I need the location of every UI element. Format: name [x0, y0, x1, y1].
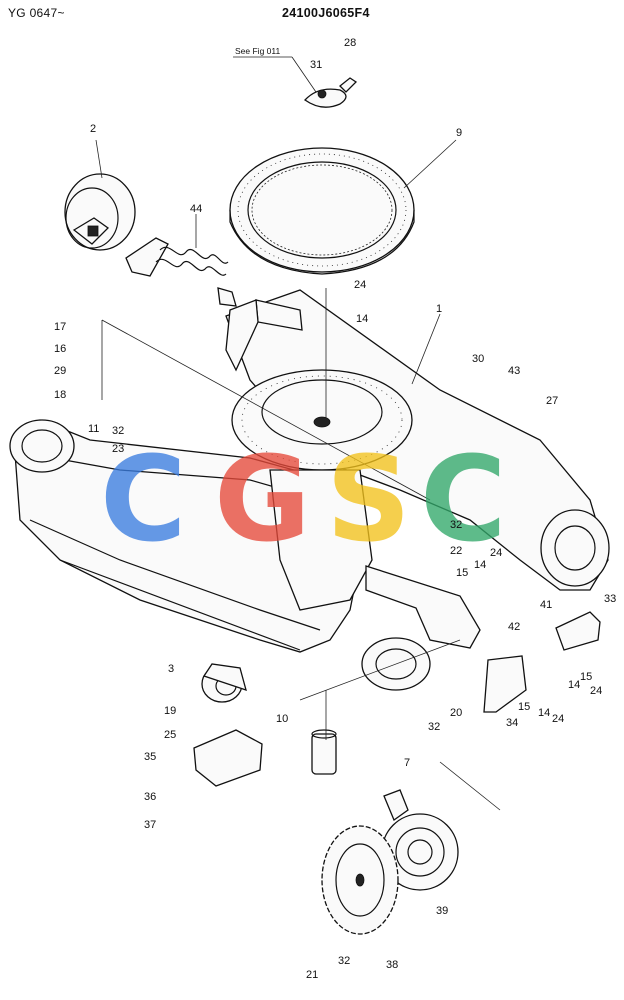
- callout: 19: [164, 705, 176, 717]
- callout: 22: [450, 545, 462, 557]
- leader-lines: [95, 139, 501, 811]
- callout: 38: [386, 959, 398, 971]
- callout: 2: [90, 123, 96, 135]
- callout: 39: [436, 905, 448, 917]
- callout: 16: [54, 343, 66, 355]
- callout: 28: [344, 37, 356, 49]
- recoil-spring-assembly: [125, 237, 237, 307]
- callout: 14: [356, 313, 368, 325]
- callout: 17: [54, 321, 66, 333]
- callout-numbers: 28 31 2 9 44 24 14 1 17 16 29 18 30 43 2…: [54, 37, 616, 981]
- callout: 21: [306, 969, 318, 981]
- track-frame: [9, 289, 610, 691]
- callout: 41: [540, 599, 552, 611]
- callout: 42: [508, 621, 520, 633]
- callout: 14: [474, 559, 486, 571]
- callout: 36: [144, 791, 156, 803]
- callout: 15: [518, 701, 530, 713]
- callout: 10: [276, 713, 288, 725]
- callout: 1: [436, 303, 442, 315]
- callout: 30: [472, 353, 484, 365]
- callout: 14: [538, 707, 550, 719]
- sprocket: [321, 825, 399, 935]
- roller-bracket: [193, 729, 263, 787]
- callout: 32: [428, 721, 440, 733]
- callout: 27: [546, 395, 558, 407]
- swing-bearing-ring: [229, 147, 415, 275]
- callout: 35: [144, 751, 156, 763]
- serial-range-label: YG 0647~: [8, 6, 65, 20]
- callout: 34: [506, 717, 518, 729]
- callout: 44: [190, 203, 202, 215]
- watermark-letter: S: [326, 430, 411, 568]
- callout: 24: [552, 713, 564, 725]
- swivel-joint: [311, 729, 337, 775]
- callout: 24: [490, 547, 502, 559]
- watermark-letter: C: [100, 430, 187, 568]
- callout: 32: [450, 519, 462, 531]
- callout: 43: [508, 365, 520, 377]
- callout: 24: [590, 685, 602, 697]
- callout: 3: [168, 663, 174, 675]
- carrier-roller: [201, 663, 247, 703]
- callout: 37: [144, 819, 156, 831]
- small-bracket-part: [304, 77, 358, 108]
- callout: 18: [54, 389, 66, 401]
- callout: 7: [404, 757, 410, 769]
- callout: 32: [338, 955, 350, 967]
- side-cover: [483, 655, 527, 713]
- callout: 15: [456, 567, 468, 579]
- travel-motor: [381, 789, 459, 891]
- watermark-letter: C: [420, 430, 507, 568]
- front-idler: [64, 173, 136, 251]
- callout: 15: [580, 671, 592, 683]
- callout: 20: [450, 707, 462, 719]
- callout: 14: [568, 679, 580, 691]
- diagram-code-label: 24100J6065F4: [282, 6, 370, 20]
- callout: 29: [54, 365, 66, 377]
- watermark: C G S C: [100, 430, 507, 568]
- callout: 9: [456, 127, 462, 139]
- callout: 32: [112, 425, 124, 437]
- watermark-letter: G: [214, 430, 311, 568]
- upper-bracket: [225, 299, 303, 372]
- callout: 33: [604, 593, 616, 605]
- callout: 24: [354, 279, 366, 291]
- bracket-cover: [555, 611, 601, 651]
- callout: 25: [164, 729, 176, 741]
- callout: 11: [88, 423, 99, 435]
- callout: 31: [310, 59, 322, 71]
- see-fig-reference: See Fig 011: [235, 46, 280, 56]
- callout: 23: [112, 443, 124, 455]
